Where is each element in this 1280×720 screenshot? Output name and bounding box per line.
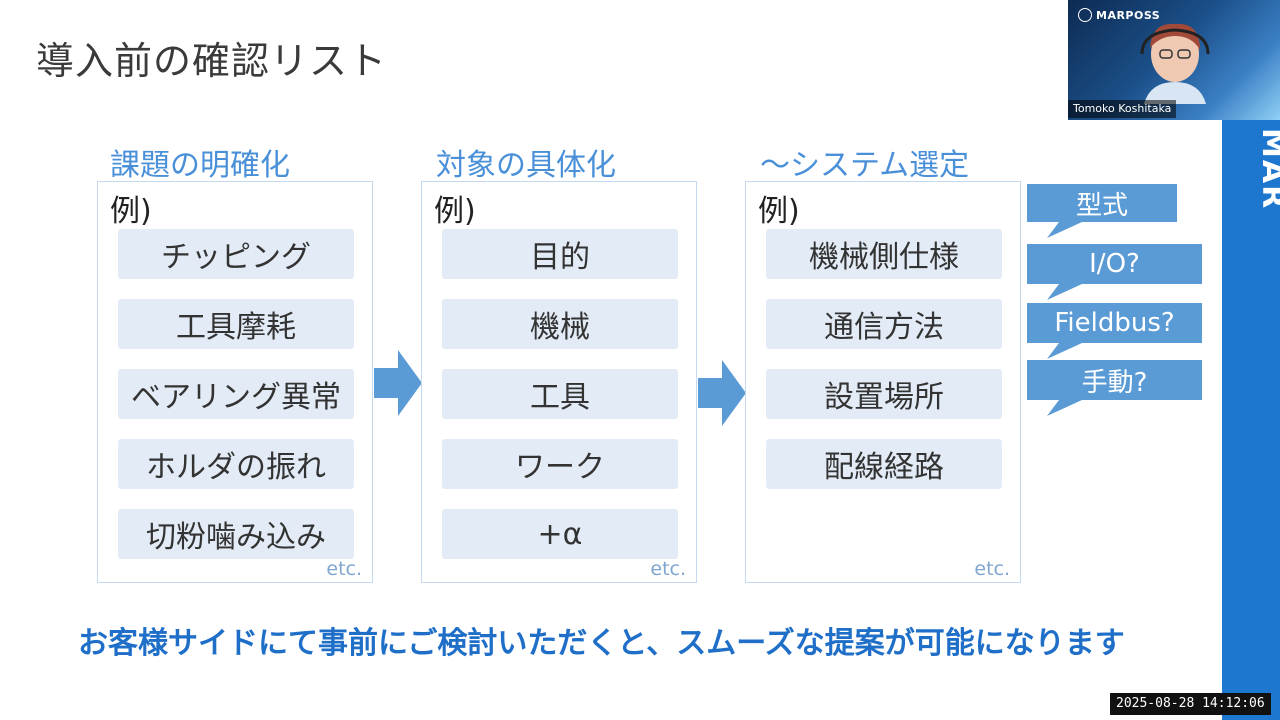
list-item: 目的 — [442, 229, 678, 279]
list-item: 通信方法 — [766, 299, 1002, 349]
timestamp: 2025-08-28 14:12:06 — [1110, 693, 1271, 715]
list-item: ベアリング異常 — [118, 369, 354, 419]
panel-targets: 例) 目的 機械 工具 ワーク +α etc. — [421, 181, 697, 583]
etc-label: etc. — [326, 558, 362, 580]
list-item: 工具摩耗 — [118, 299, 354, 349]
participant-name: Tomoko Koshitaka — [1068, 100, 1177, 118]
participant-video-tile[interactable]: MARPOSS Tomoko Koshitaka — [1068, 0, 1280, 120]
bubble-text: 型式 — [1075, 190, 1128, 221]
slide-title: 導入前の確認リスト — [36, 39, 388, 83]
example-label: 例) — [110, 194, 152, 229]
speech-bubble: Fieldbus? — [1027, 303, 1202, 359]
list-item: 機械 — [442, 299, 678, 349]
right-arrow-icon — [374, 350, 422, 416]
list-item: 機械側仕様 — [766, 229, 1002, 279]
list-item: 設置場所 — [766, 369, 1002, 419]
participant-avatar — [1140, 23, 1210, 104]
video-logo: MARPOSS — [1078, 8, 1160, 22]
speech-bubble: 手動? — [1027, 360, 1202, 416]
bubble-text: 手動? — [1081, 367, 1148, 398]
list-item: チッピング — [118, 229, 354, 279]
side-brand-text: MAR — [1255, 128, 1280, 211]
bubble-text: Fieldbus? — [1054, 308, 1175, 338]
list-item: 切粉噛み込み — [118, 509, 354, 559]
column-title-system: ～システム選定 — [760, 148, 970, 183]
column-title-targets: 対象の具体化 — [436, 148, 616, 183]
globe-icon — [1078, 8, 1092, 22]
panel-system: 例) 機械側仕様 通信方法 設置場所 配線経路 etc. — [745, 181, 1021, 583]
bubble-text: I/O? — [1089, 249, 1140, 279]
speech-bubble: I/O? — [1027, 244, 1202, 300]
list-item: ホルダの振れ — [118, 439, 354, 489]
etc-label: etc. — [650, 558, 686, 580]
panel-issues: 例) チッピング 工具摩耗 ベアリング異常 ホルダの振れ 切粉噛み込み etc. — [97, 181, 373, 583]
example-label: 例) — [758, 194, 800, 229]
example-label: 例) — [434, 194, 476, 229]
column-title-issues: 課題の明確化 — [110, 148, 290, 183]
speech-bubble: 型式 — [1027, 184, 1177, 238]
list-item: 配線経路 — [766, 439, 1002, 489]
list-item: 工具 — [442, 369, 678, 419]
bottom-message: お客様サイドにて事前にご検討いただくと、スムーズな提案が可能になります — [78, 626, 1125, 661]
right-arrow-icon — [698, 360, 746, 426]
etc-label: etc. — [974, 558, 1010, 580]
side-brand-bar: MAR — [1222, 120, 1280, 720]
list-item: ワーク — [442, 439, 678, 489]
video-brand: MARPOSS — [1096, 8, 1161, 22]
list-item: +α — [442, 509, 678, 559]
